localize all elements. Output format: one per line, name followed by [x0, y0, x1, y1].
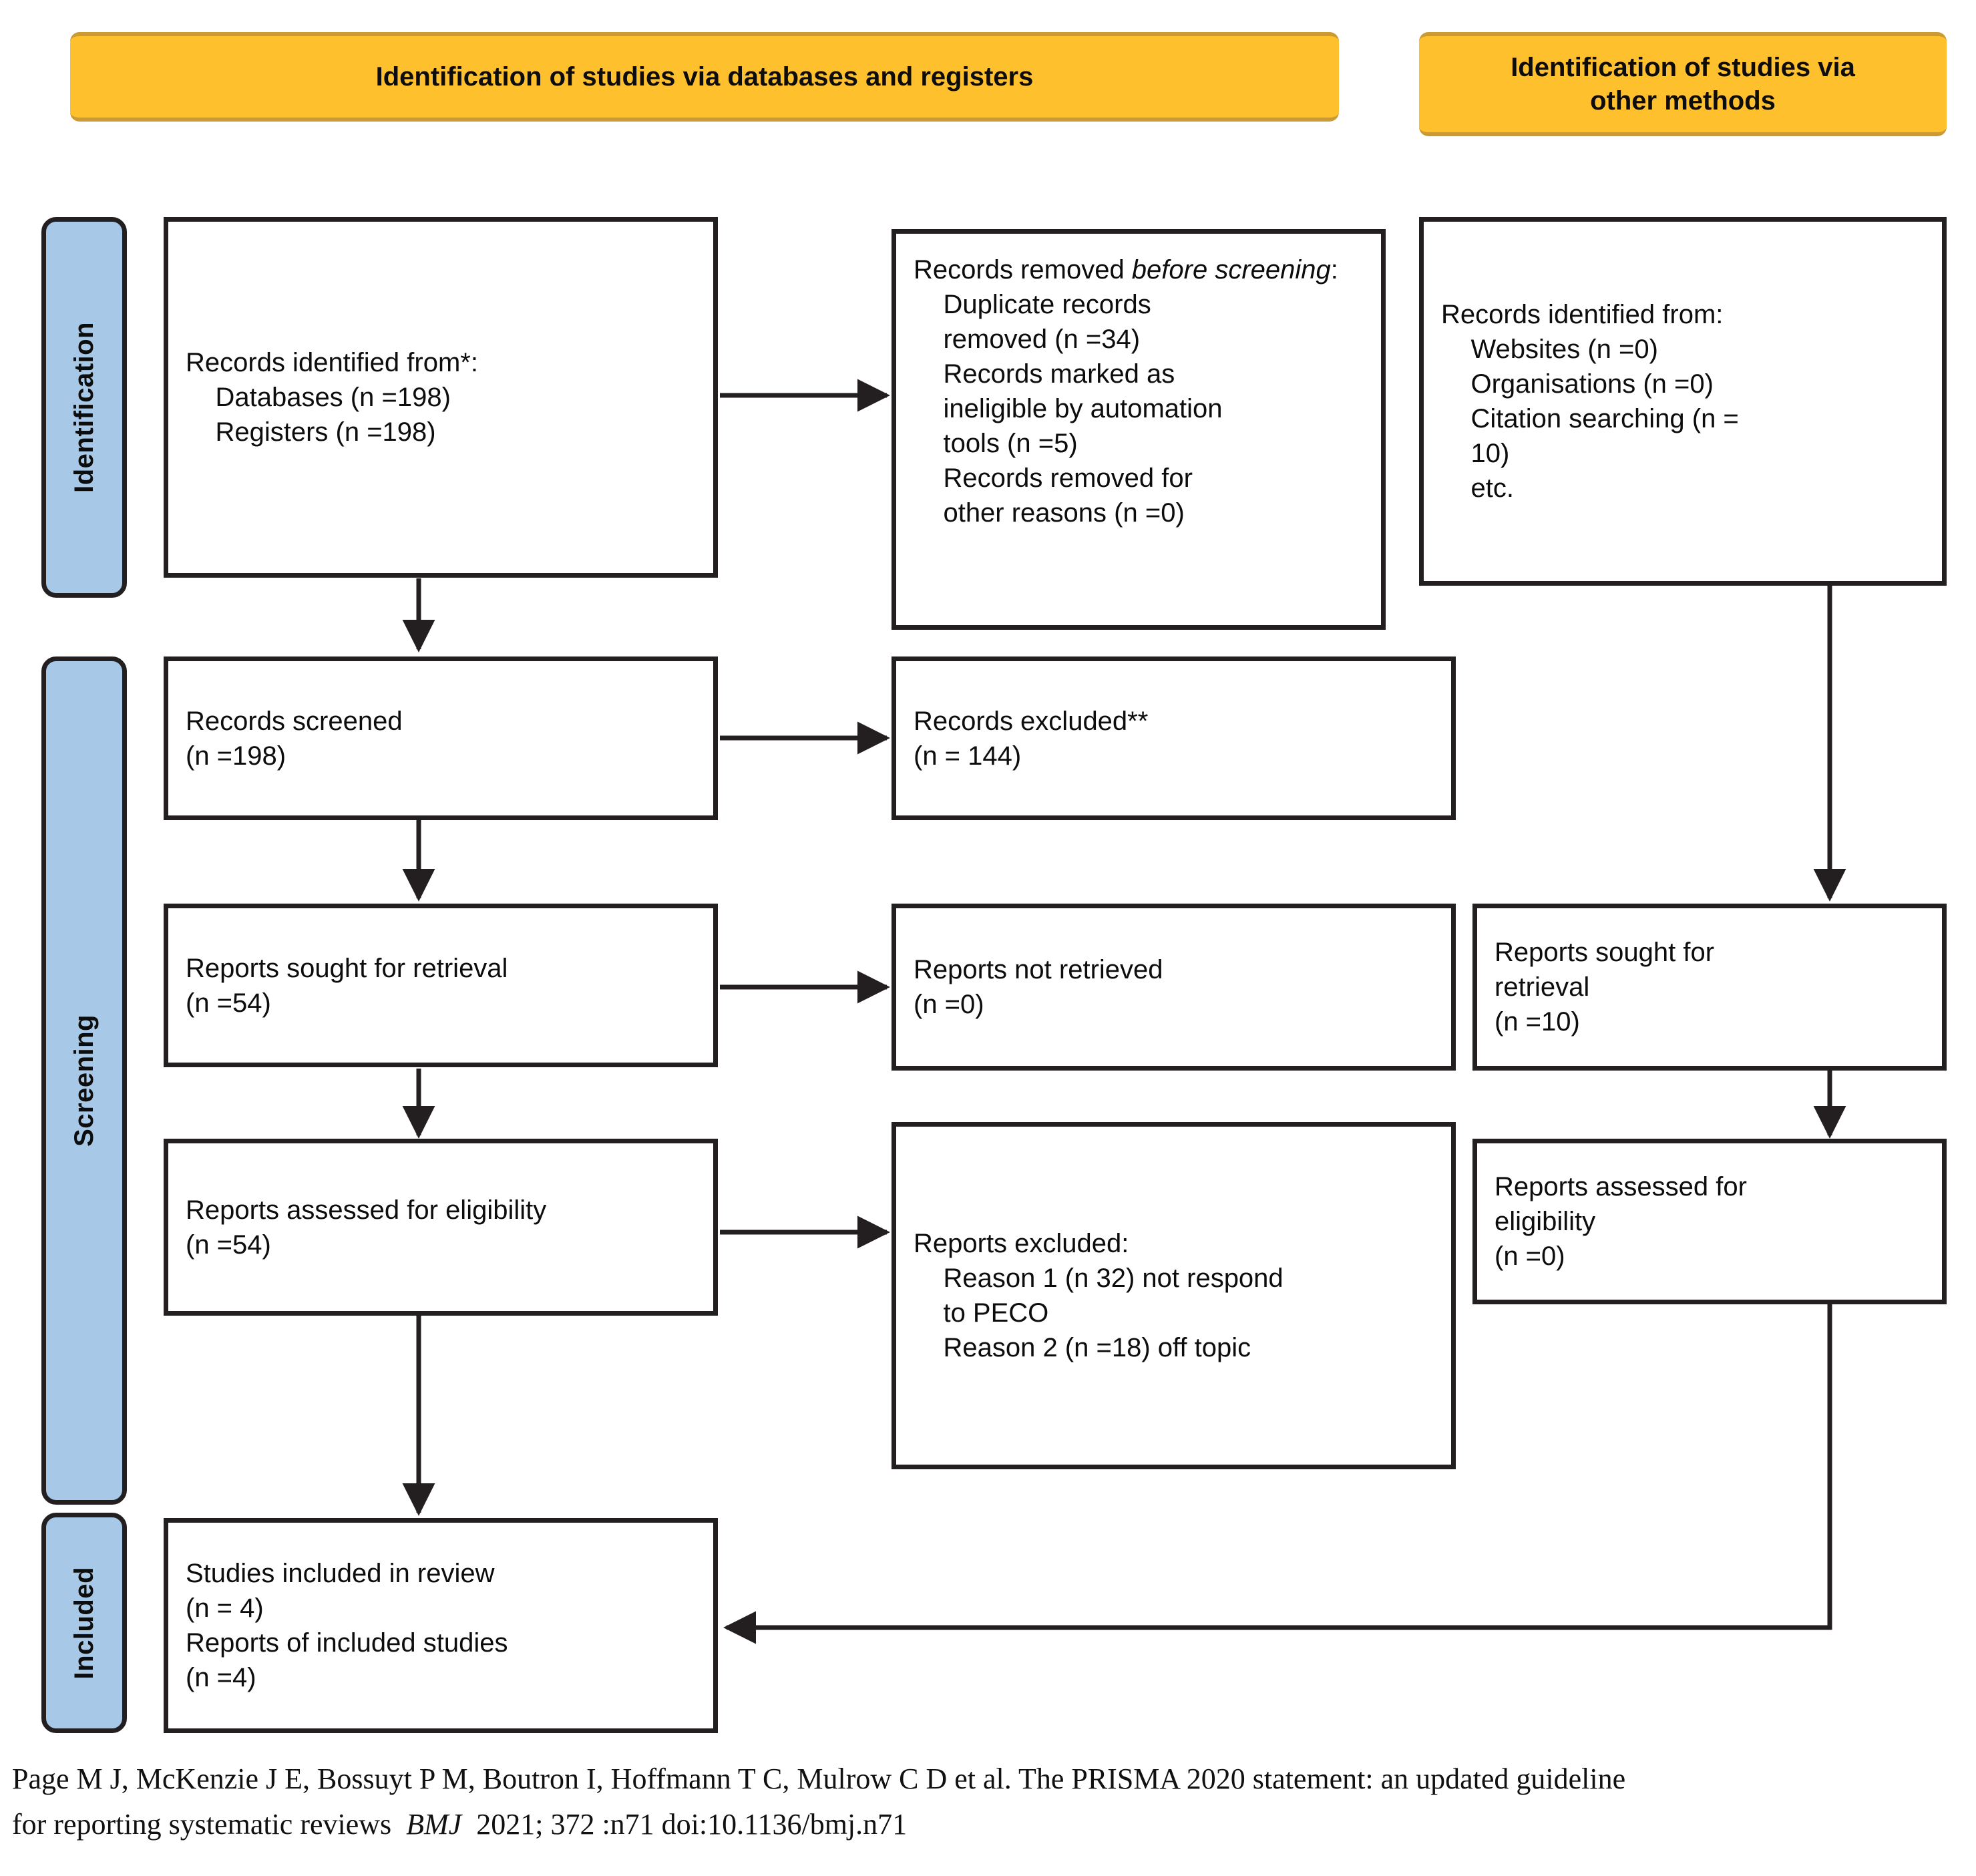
box-records-removed-text: Records removed before screening: Duplic…: [914, 234, 1364, 530]
citation-line-2-post: 2021; 372 :n71 doi:10.1136/bmj.n71: [461, 1808, 908, 1841]
box-reports-sought-other: Reports sought for retrieval (n =10): [1472, 904, 1947, 1071]
stage-label-included: Included: [41, 1513, 127, 1733]
stage-label-screening: Screening: [41, 656, 127, 1505]
stage-label-identification: Identification: [41, 217, 127, 598]
box-records-removed: Records removed before screening: Duplic…: [892, 229, 1386, 630]
banner-other-methods-label: Identification of studies via other meth…: [1511, 53, 1855, 116]
box-studies-included: Studies included in review (n = 4) Repor…: [164, 1518, 718, 1733]
box-reports-assessed-text: Reports assessed for eligibility (n =54): [186, 1195, 547, 1260]
box-reports-sought-other-text: Reports sought for retrieval (n =10): [1495, 938, 1715, 1037]
box-records-identified: Records identified from*: Databases (n =…: [164, 217, 718, 578]
box-records-identified-text: Records identified from*: Databases (n =…: [186, 348, 478, 447]
box-reports-excluded-text: Reports excluded: Reason 1 (n 32) not re…: [914, 1229, 1283, 1362]
box-records-excluded: Records excluded** (n = 144): [892, 656, 1456, 820]
banner-other-methods: Identification of studies via other meth…: [1419, 32, 1947, 136]
box-records-identified-other-text: Records identified from: Websites (n =0)…: [1441, 300, 1739, 503]
box-records-screened-text: Records screened (n =198): [186, 706, 403, 771]
records-removed-title-italic: before screening: [1131, 255, 1331, 285]
box-reports-sought: Reports sought for retrieval (n =54): [164, 904, 718, 1067]
stage-included-text: Included: [69, 1566, 99, 1680]
box-records-identified-other: Records identified from: Websites (n =0)…: [1419, 217, 1947, 586]
records-removed-title-pre: Records removed: [914, 255, 1132, 285]
box-reports-assessed: Reports assessed for eligibility (n =54): [164, 1139, 718, 1316]
banner-databases-registers: Identification of studies via databases …: [70, 32, 1339, 122]
citation-journal-name: BMJ: [406, 1808, 462, 1841]
box-reports-not-retrieved: Reports not retrieved (n =0): [892, 904, 1456, 1071]
box-reports-assessed-other-text: Reports assessed for eligibility (n =0): [1495, 1172, 1747, 1271]
records-removed-body: Duplicate records removed (n =34) Record…: [943, 290, 1223, 528]
box-studies-included-text: Studies included in review (n = 4) Repor…: [186, 1559, 508, 1692]
citation-line-1: Page M J, McKenzie J E, Bossuyt P M, Bou…: [12, 1762, 1626, 1795]
box-reports-sought-text: Reports sought for retrieval (n =54): [186, 953, 508, 1018]
stage-screening-text: Screening: [69, 1014, 99, 1147]
box-reports-not-retrieved-text: Reports not retrieved (n =0): [914, 955, 1163, 1019]
records-removed-title-post: :: [1330, 255, 1338, 285]
citation-line-2-pre: for reporting systematic reviews: [12, 1808, 407, 1841]
box-records-excluded-text: Records excluded** (n = 144): [914, 706, 1149, 771]
citation-footer: Page M J, McKenzie J E, Bossuyt P M, Bou…: [12, 1756, 1949, 1847]
box-records-screened: Records screened (n =198): [164, 656, 718, 820]
box-reports-assessed-other: Reports assessed for eligibility (n =0): [1472, 1139, 1947, 1304]
stage-identification-text: Identification: [69, 322, 99, 493]
banner-databases-label: Identification of studies via databases …: [375, 62, 1034, 91]
box-reports-excluded: Reports excluded: Reason 1 (n 32) not re…: [892, 1122, 1456, 1469]
